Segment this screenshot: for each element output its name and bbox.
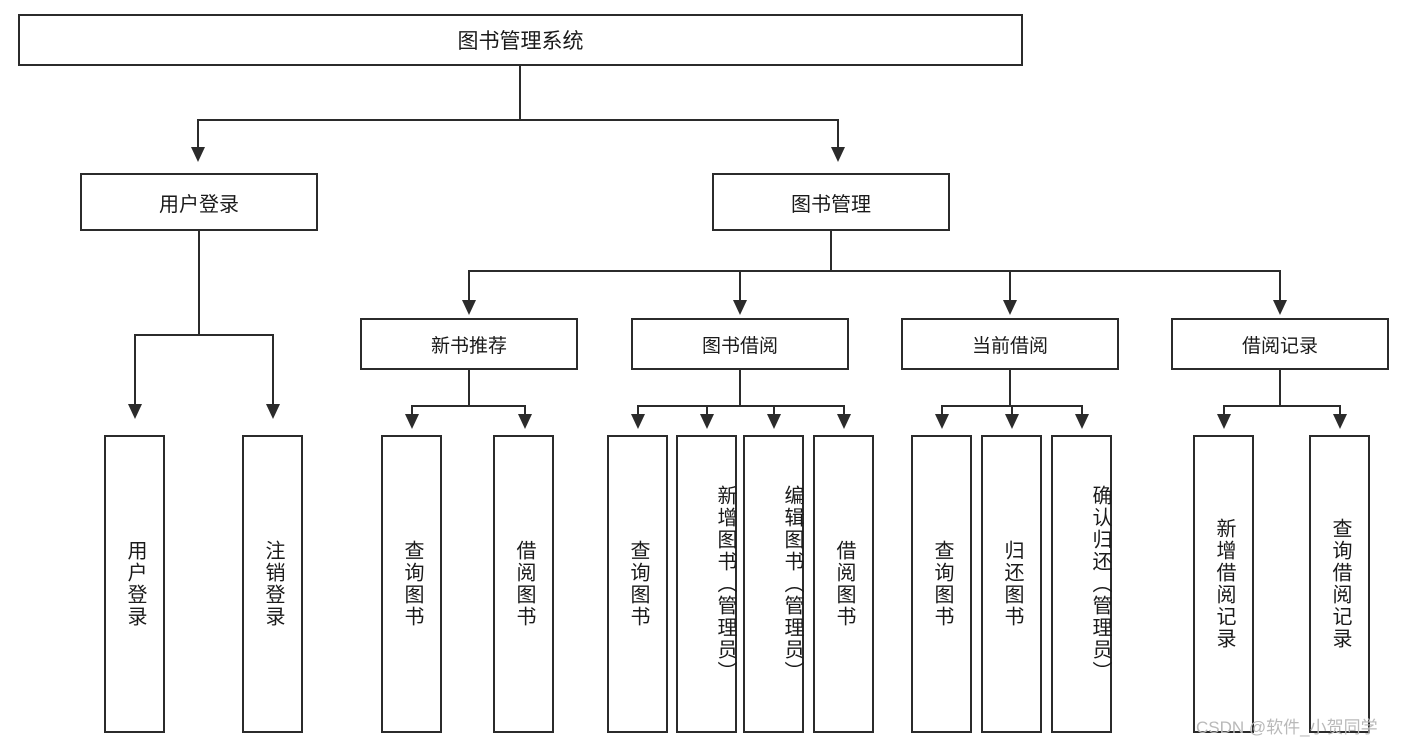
connector-to-current-borrow <box>1009 270 1011 302</box>
leaf-borrow-book-recommend[interactable]: 借阅图书 <box>493 435 554 733</box>
connector-root-stem <box>519 66 521 120</box>
connector-new-book-bar <box>411 405 526 407</box>
connector-user-login-right <box>272 334 274 406</box>
connector-new-book-stem <box>468 370 470 406</box>
node-label: 查询图书 <box>931 540 953 628</box>
connector-borrow-record-stem <box>1279 370 1281 406</box>
connector-new-book-c1 <box>411 405 413 417</box>
node-new-book-recommend[interactable]: 新书推荐 <box>360 318 578 370</box>
leaf-borrow-book[interactable]: 借阅图书 <box>813 435 874 733</box>
connector-borrow-record-bar <box>1223 405 1341 407</box>
connector-borrow-record-c2 <box>1339 405 1341 417</box>
arrowhead-leaf-borrow-book-2 <box>837 414 851 429</box>
arrowhead-leaf-query-record <box>1333 414 1347 429</box>
arrowhead-leaf-query-book-2 <box>631 414 645 429</box>
node-label: 查询图书 <box>401 540 423 628</box>
connector-current-borrow-c2 <box>1011 405 1013 417</box>
arrowhead-leaf-add-record <box>1217 414 1231 429</box>
connector-book-manage-bar <box>468 270 1280 272</box>
connector-book-borrow-c2 <box>706 405 708 417</box>
node-label: 图书管理系统 <box>457 30 584 53</box>
leaf-query-borrow-record[interactable]: 查询借阅记录 <box>1309 435 1370 733</box>
connector-user-login-bar <box>134 334 274 336</box>
leaf-query-book-recommend[interactable]: 查询图书 <box>381 435 442 733</box>
arrowhead-leaf-query-book-3 <box>935 414 949 429</box>
node-label: 归还图书 <box>1001 540 1023 628</box>
connector-current-borrow-c1 <box>941 405 943 417</box>
connector-book-borrow-c3 <box>773 405 775 417</box>
leaf-add-book-admin[interactable]: 新增图书（管理员） <box>676 435 737 733</box>
arrowhead-leaf-confirm-return <box>1075 414 1089 429</box>
connector-book-borrow-c4 <box>843 405 845 417</box>
leaf-query-book-current[interactable]: 查询图书 <box>911 435 972 733</box>
arrowhead-leaf-return-book <box>1005 414 1019 429</box>
node-label: 用户登录 <box>124 540 146 628</box>
node-label: 新增图书（管理员） <box>714 485 736 683</box>
watermark-csdn: CSDN @软件_小贺同学 <box>1196 718 1378 737</box>
connector-to-borrow-record <box>1279 270 1281 302</box>
node-label: 查询借阅记录 <box>1329 518 1351 650</box>
connector-book-manage-stem <box>830 231 832 271</box>
connector-to-book-manage <box>837 119 839 149</box>
arrowhead-to-borrow-book <box>733 300 747 315</box>
leaf-edit-book-admin[interactable]: 编辑图书（管理员） <box>743 435 804 733</box>
connector-to-user-login <box>197 119 199 149</box>
node-label: 图书管理 <box>791 193 871 216</box>
node-label: 新增借阅记录 <box>1213 518 1235 650</box>
node-label: 确认归还（管理员） <box>1089 485 1111 683</box>
connector-root-bar <box>197 119 839 121</box>
arrowhead-leaf-user-login <box>128 404 142 419</box>
node-label: 查询图书 <box>627 540 649 628</box>
arrowhead-leaf-query-book-1 <box>405 414 419 429</box>
node-label: 图书借阅 <box>701 335 778 357</box>
node-label: 当前借阅 <box>971 335 1048 357</box>
connector-user-login-stem <box>198 231 200 335</box>
arrowhead-to-new-book <box>462 300 476 315</box>
leaf-logout[interactable]: 注销登录 <box>242 435 303 733</box>
node-label: 借阅记录 <box>1241 335 1318 357</box>
arrowhead-leaf-edit-book <box>767 414 781 429</box>
leaf-user-login[interactable]: 用户登录 <box>104 435 165 733</box>
connector-borrow-record-c1 <box>1223 405 1225 417</box>
node-label: 注销登录 <box>262 540 284 628</box>
node-label: 编辑图书（管理员） <box>781 485 803 683</box>
arrowhead-to-book-manage <box>831 147 845 162</box>
connector-book-borrow-stem <box>739 370 741 406</box>
arrowhead-to-borrow-record <box>1273 300 1287 315</box>
node-book-borrow[interactable]: 图书借阅 <box>631 318 849 370</box>
arrowhead-leaf-logout <box>266 404 280 419</box>
node-book-management[interactable]: 图书管理 <box>712 173 950 231</box>
node-label: 借阅图书 <box>833 540 855 628</box>
node-borrow-record[interactable]: 借阅记录 <box>1171 318 1389 370</box>
leaf-query-book-borrow[interactable]: 查询图书 <box>607 435 668 733</box>
node-label: 用户登录 <box>159 193 239 216</box>
leaf-confirm-return-admin[interactable]: 确认归还（管理员） <box>1051 435 1112 733</box>
leaf-return-book[interactable]: 归还图书 <box>981 435 1042 733</box>
arrowhead-leaf-borrow-book-1 <box>518 414 532 429</box>
connector-to-borrow-book <box>739 270 741 302</box>
connector-to-new-book <box>468 270 470 302</box>
connector-book-borrow-bar <box>637 405 845 407</box>
connector-user-login-left <box>134 334 136 406</box>
arrowhead-to-current-borrow <box>1003 300 1017 315</box>
node-current-borrow[interactable]: 当前借阅 <box>901 318 1119 370</box>
node-label: 借阅图书 <box>513 540 535 628</box>
node-user-login[interactable]: 用户登录 <box>80 173 318 231</box>
node-label: 新书推荐 <box>430 335 507 357</box>
leaf-add-borrow-record[interactable]: 新增借阅记录 <box>1193 435 1254 733</box>
node-root-system[interactable]: 图书管理系统 <box>18 14 1023 66</box>
connector-current-borrow-c3 <box>1081 405 1083 417</box>
arrowhead-leaf-add-book <box>700 414 714 429</box>
arrowhead-to-user-login <box>191 147 205 162</box>
connector-current-borrow-stem <box>1009 370 1011 406</box>
connector-book-borrow-c1 <box>637 405 639 417</box>
connector-new-book-c2 <box>524 405 526 417</box>
